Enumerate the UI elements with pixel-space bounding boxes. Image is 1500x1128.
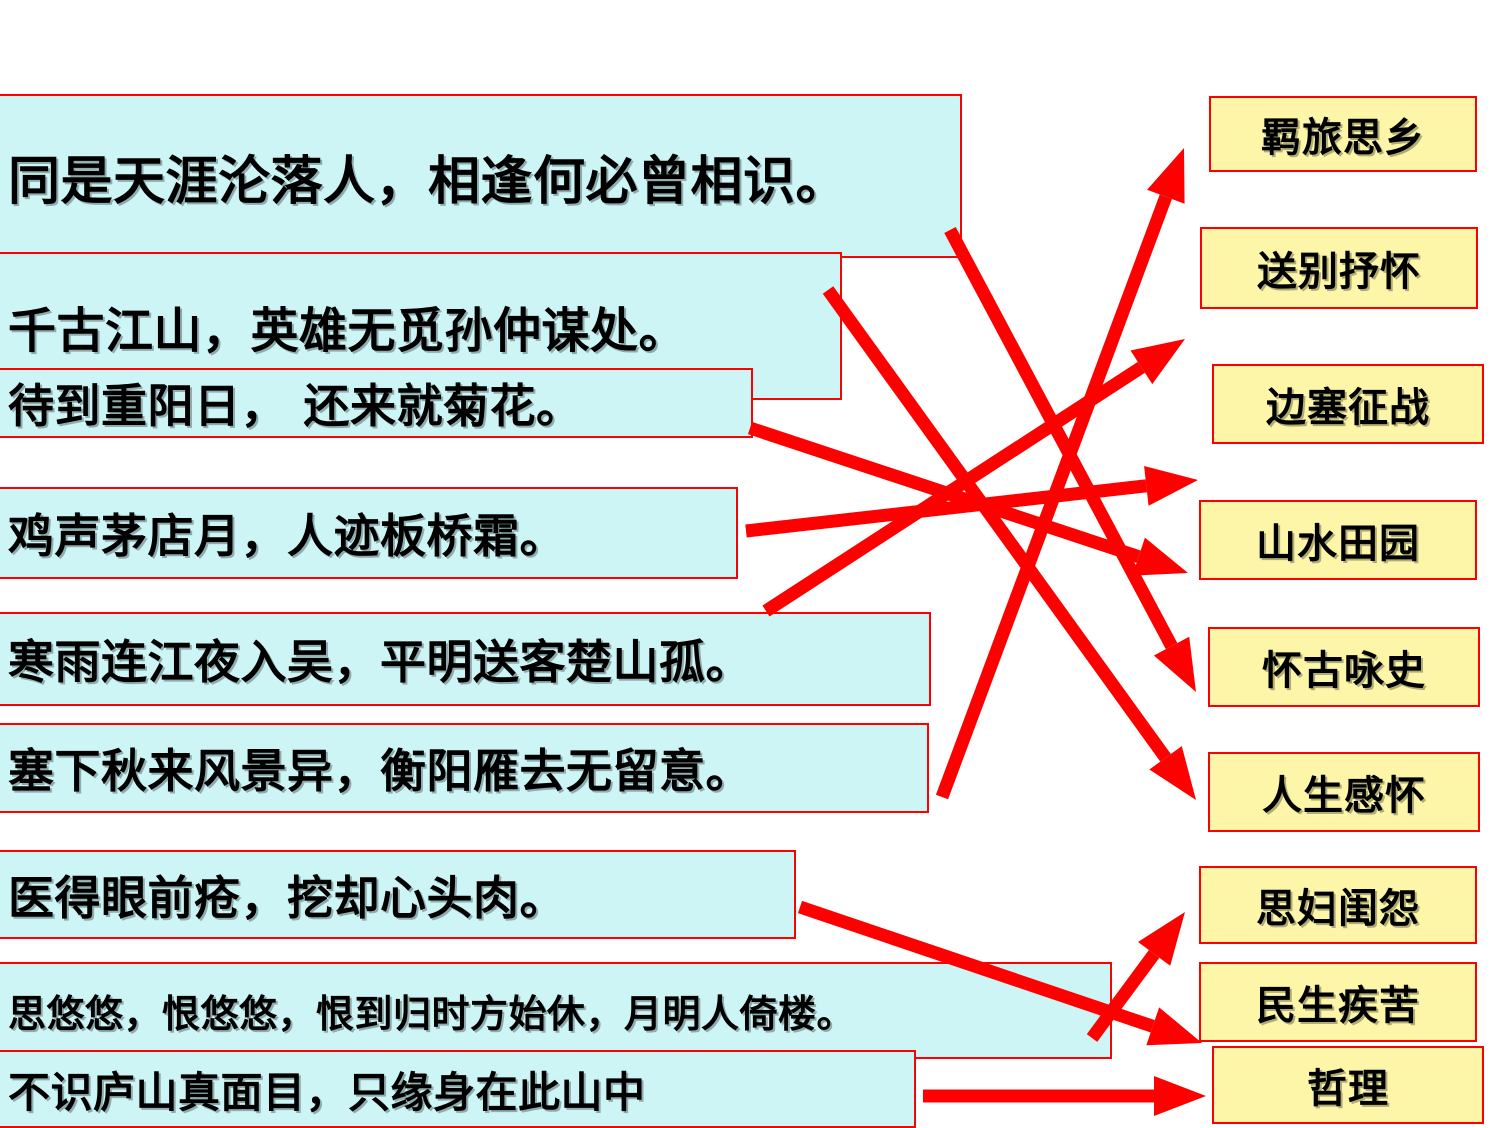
poem-box[interactable]: 同是天涯沦落人，相逢何必曾相识。: [0, 94, 962, 258]
category-label: 山水田园: [1256, 521, 1420, 567]
arrow-head: [1144, 465, 1198, 506]
arrow-connector: [923, 1076, 1206, 1116]
arrow-connector: [745, 465, 1198, 538]
category-box[interactable]: 哲理: [1212, 1046, 1484, 1124]
category-box[interactable]: 边塞征战: [1212, 364, 1484, 444]
poem-text: 待到重阳日， 还来就菊花。: [8, 379, 583, 433]
arrow-shaft: [944, 226, 1178, 650]
category-box[interactable]: 怀古咏史: [1208, 627, 1480, 707]
poem-text: 医得眼前疮，挖却心头肉。: [8, 870, 566, 925]
poem-box[interactable]: 待到重阳日， 还来就菊花。: [0, 368, 753, 438]
poem-text: 鸡声茅店月，人迹板桥霜。: [8, 509, 566, 563]
poem-text: 思悠悠，恨悠悠，恨到归时方始休，月明人倚楼。: [8, 992, 856, 1036]
arrow-head: [1153, 636, 1196, 692]
category-box[interactable]: 人生感怀: [1208, 752, 1480, 832]
arrow-shaft: [745, 479, 1148, 538]
arrow-head: [1146, 1007, 1202, 1046]
category-label: 民生疾苦: [1256, 983, 1420, 1029]
category-box[interactable]: 民生疾苦: [1199, 962, 1477, 1042]
poem-box[interactable]: 医得眼前疮，挖却心头肉。: [0, 850, 796, 939]
arrow-connector: [944, 226, 1196, 692]
category-label: 送别抒怀: [1257, 249, 1421, 295]
arrow-shaft: [762, 361, 1145, 617]
poem-text: 寒雨连江夜入吴，平明送客楚山孤。: [8, 635, 752, 689]
poem-text: 塞下秋来风景异，衡阳雁去无留意。: [8, 744, 752, 798]
poem-box[interactable]: 鸡声茅店月，人迹板桥霜。: [0, 487, 738, 579]
category-box[interactable]: 羁旅思乡: [1209, 96, 1477, 172]
arrow-head: [1132, 537, 1188, 576]
category-label: 人生感怀: [1262, 773, 1426, 819]
category-label: 羁旅思乡: [1261, 115, 1425, 161]
category-label: 哲理: [1307, 1066, 1389, 1112]
arrow-head: [1138, 912, 1185, 966]
arrow-shaft: [923, 1089, 1154, 1103]
arrow-head: [1149, 746, 1196, 800]
poem-text: 不识庐山真面目，只缘身在此山中: [8, 1067, 646, 1117]
arrow-connector: [747, 421, 1188, 576]
arrow-head: [1147, 148, 1185, 204]
category-box[interactable]: 山水田园: [1199, 500, 1477, 580]
poem-text: 同是天涯沦落人，相逢何必曾相识。: [8, 151, 849, 212]
poem-box[interactable]: 思悠悠，恨悠悠，恨到归时方始休，月明人倚楼。: [0, 962, 1112, 1059]
poem-box[interactable]: 寒雨连江夜入吴，平明送客楚山孤。: [0, 612, 931, 706]
arrow-head: [1130, 339, 1185, 385]
category-label: 怀古咏史: [1262, 648, 1426, 694]
poem-box[interactable]: 塞下秋来风景异，衡阳雁去无留意。: [0, 723, 929, 813]
arrow-connector: [935, 148, 1185, 800]
category-box[interactable]: 送别抒怀: [1200, 227, 1478, 309]
arrow-shaft: [747, 421, 1141, 563]
category-label: 思妇闺怨: [1256, 886, 1420, 932]
category-label: 边塞征战: [1266, 385, 1430, 431]
poem-text: 千古江山，英雄无觅孙仲谋处。: [8, 303, 688, 359]
arrow-head: [1154, 1076, 1206, 1116]
poem-box[interactable]: 不识庐山真面目，只缘身在此山中: [0, 1050, 916, 1128]
arrow-shaft: [935, 194, 1172, 800]
category-box[interactable]: 思妇闺怨: [1199, 866, 1477, 944]
